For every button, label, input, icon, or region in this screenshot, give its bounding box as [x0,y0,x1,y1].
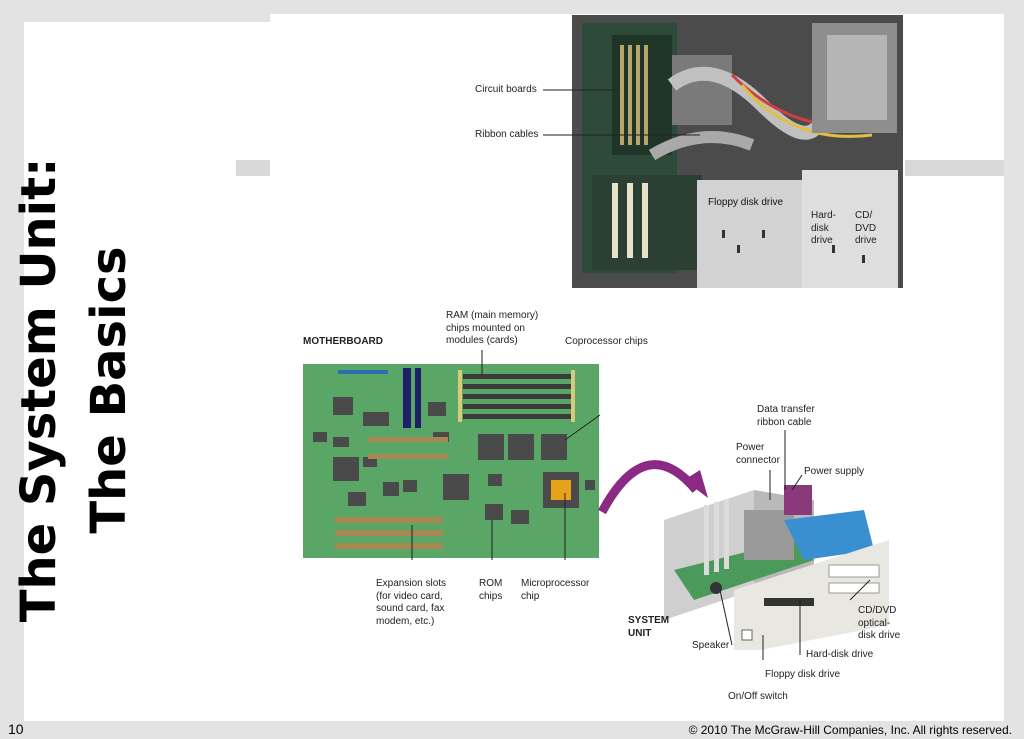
label-ribbon-cables: Ribbon cables [475,129,539,140]
label-power-supply: Power supply [804,466,865,477]
curved-arrow [598,460,708,515]
label-expansion-slots: Expansion slots (for video card, sound c… [376,578,447,627]
gray-stripe-right [905,160,1004,176]
label-microprocessor: Microprocessor chip [521,578,590,602]
copyright: © 2010 The McGraw-Hill Companies, Inc. A… [688,723,1012,737]
left-white-panel [24,22,270,721]
label-coprocessor: Coprocessor chips [565,336,648,347]
label-rom-chips: ROM chips [479,578,503,602]
label-speaker: Speaker [692,640,730,651]
label-floppy-disk-drive-photo: Floppy disk drive [708,197,784,208]
label-on-off-switch: On/Off switch [728,691,788,702]
label-hard-disk-drive-photo: Hard- disk drive [811,210,837,246]
label-hard-disk-drive: Hard-disk drive [806,649,874,660]
label-ram: RAM (main memory) chips mounted on modul… [446,310,539,346]
gray-stripe [236,160,270,176]
photo-leader-lines [543,89,700,136]
label-cd-dvd-optical: CD/DVD optical- disk drive [858,605,901,641]
page-number: 10 [8,721,24,737]
label-cd-dvd-drive-photo: CD/ DVD drive [855,210,877,246]
motherboard-leader-lines [411,350,601,560]
computer-interior-photo [572,15,903,288]
label-floppy-disk-drive: Floppy disk drive [765,669,841,680]
slide-title: The System Unit: The Basics [11,157,137,623]
system-unit-heading: SYSTEM UNIT [628,615,670,639]
system-unit-illustration [664,485,889,650]
motherboard-illustration [303,364,599,558]
label-circuit-boards: Circuit boards [475,84,537,95]
system-unit-leader-lines [719,430,871,660]
motherboard-heading: MOTHERBOARD [303,336,383,347]
label-power-connector: Power connector [736,442,780,466]
label-data-transfer-cable: Data transfer ribbon cable [757,404,815,428]
